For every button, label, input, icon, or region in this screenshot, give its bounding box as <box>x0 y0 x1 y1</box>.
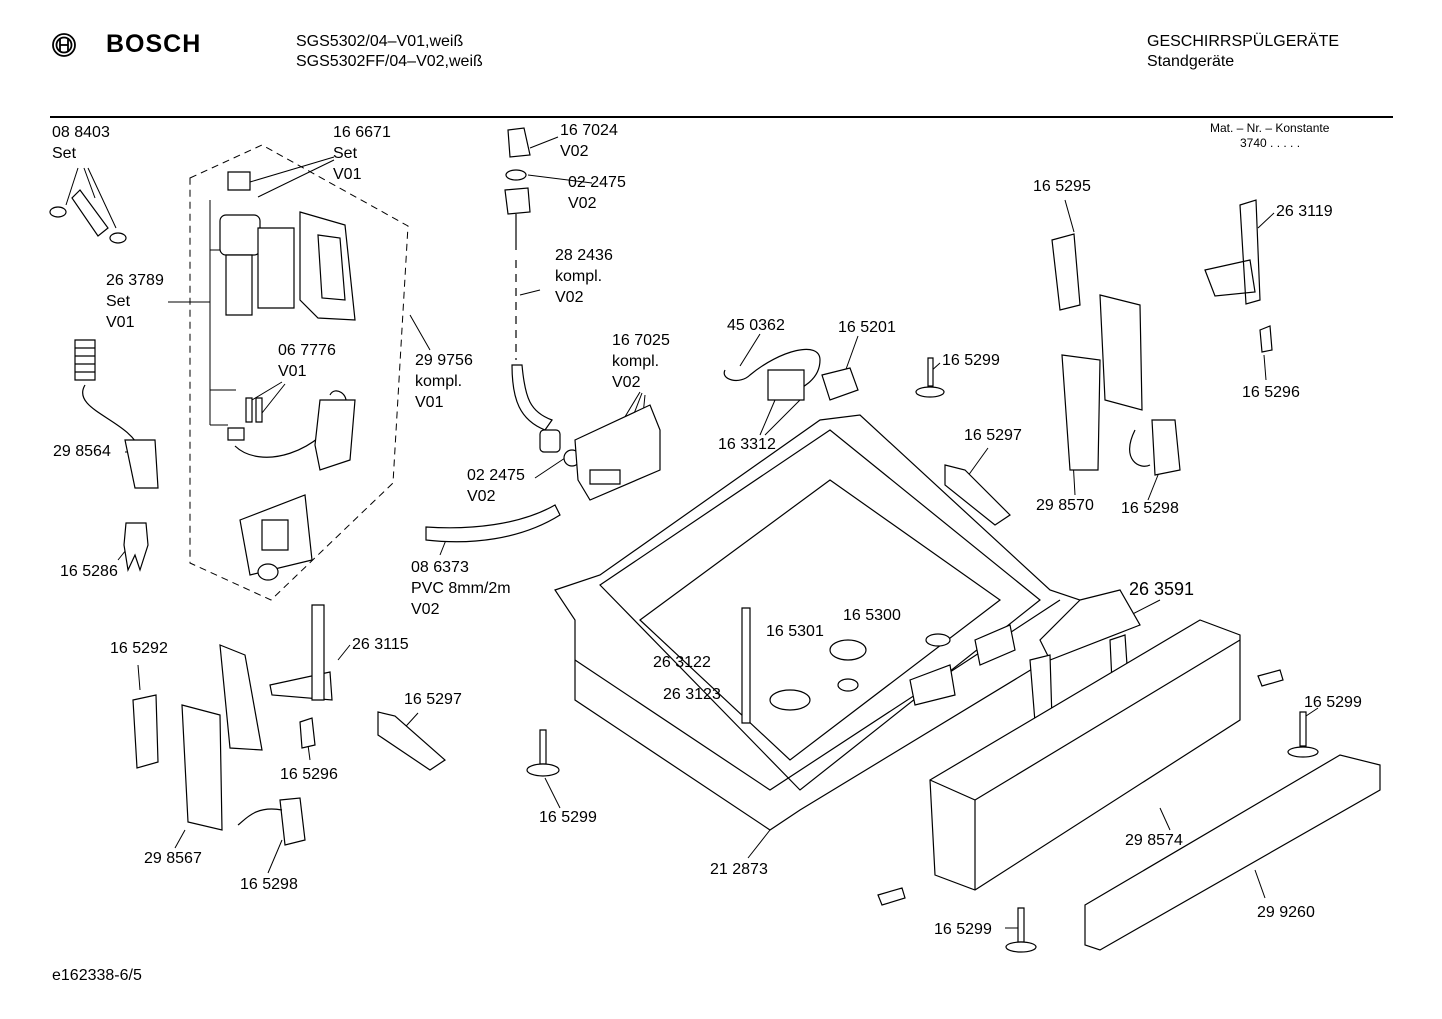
material-number-label: Mat. – Nr. – Konstante <box>1210 121 1330 135</box>
callout-165299-bottom: 16 5299 <box>934 921 992 938</box>
callout-263119: 26 3119 <box>1276 203 1333 220</box>
callout-165298-left: 16 5298 <box>240 876 298 893</box>
category-subtitle: Standgeräte <box>1147 53 1235 70</box>
callout-298567: 29 8567 <box>144 850 202 867</box>
model-number-2: SGS5302FF/04–V02,weiß <box>296 53 483 70</box>
callout-298570: 29 8570 <box>1036 497 1094 514</box>
callout-165286: 16 5286 <box>60 563 118 580</box>
callout-450362: 45 0362 <box>727 317 785 334</box>
model-number-1: SGS5302/04–V01,weiß <box>296 33 464 50</box>
callout-163312: 16 3312 <box>718 436 776 453</box>
kit-outline-299756 <box>190 145 408 600</box>
material-number-value: 3740 . . . . . <box>1240 136 1301 150</box>
callout-165300: 16 5300 <box>843 607 901 624</box>
callout-298574: 29 8574 <box>1125 832 1183 849</box>
bosch-logo-icon <box>53 34 75 56</box>
drawing-code: e162338-6/5 <box>52 967 142 984</box>
part-sketches <box>50 128 1380 952</box>
callout-165301: 16 5301 <box>766 623 824 640</box>
callout-165298-right: 16 5298 <box>1121 500 1179 517</box>
callout-298564: 29 8564 <box>53 443 111 460</box>
callout-263123: 26 3123 <box>663 686 721 703</box>
brand-wordmark: BOSCH <box>106 30 202 58</box>
callout-165299-center: 16 5299 <box>539 809 597 826</box>
callout-165292: 16 5292 <box>110 640 168 657</box>
callout-165297-left: 16 5297 <box>404 691 462 708</box>
callout-165296-left: 16 5296 <box>280 766 338 783</box>
callout-263591: 26 3591 <box>1129 579 1195 599</box>
callout-263115: 26 3115 <box>352 636 409 653</box>
callout-165201: 16 5201 <box>838 319 896 336</box>
callout-212873: 21 2873 <box>710 861 768 878</box>
callout-165299-top: 16 5299 <box>942 352 1000 369</box>
callout-165296-right: 16 5296 <box>1242 384 1300 401</box>
callout-165297-right: 16 5297 <box>964 427 1022 444</box>
callout-165299-right: 16 5299 <box>1304 694 1362 711</box>
callout-165295: 16 5295 <box>1033 178 1091 195</box>
callout-299260: 29 9260 <box>1257 904 1315 921</box>
callout-263122: 26 3122 <box>653 654 711 671</box>
category-title: GESCHIRRSPÜLGERÄTE <box>1147 33 1340 50</box>
